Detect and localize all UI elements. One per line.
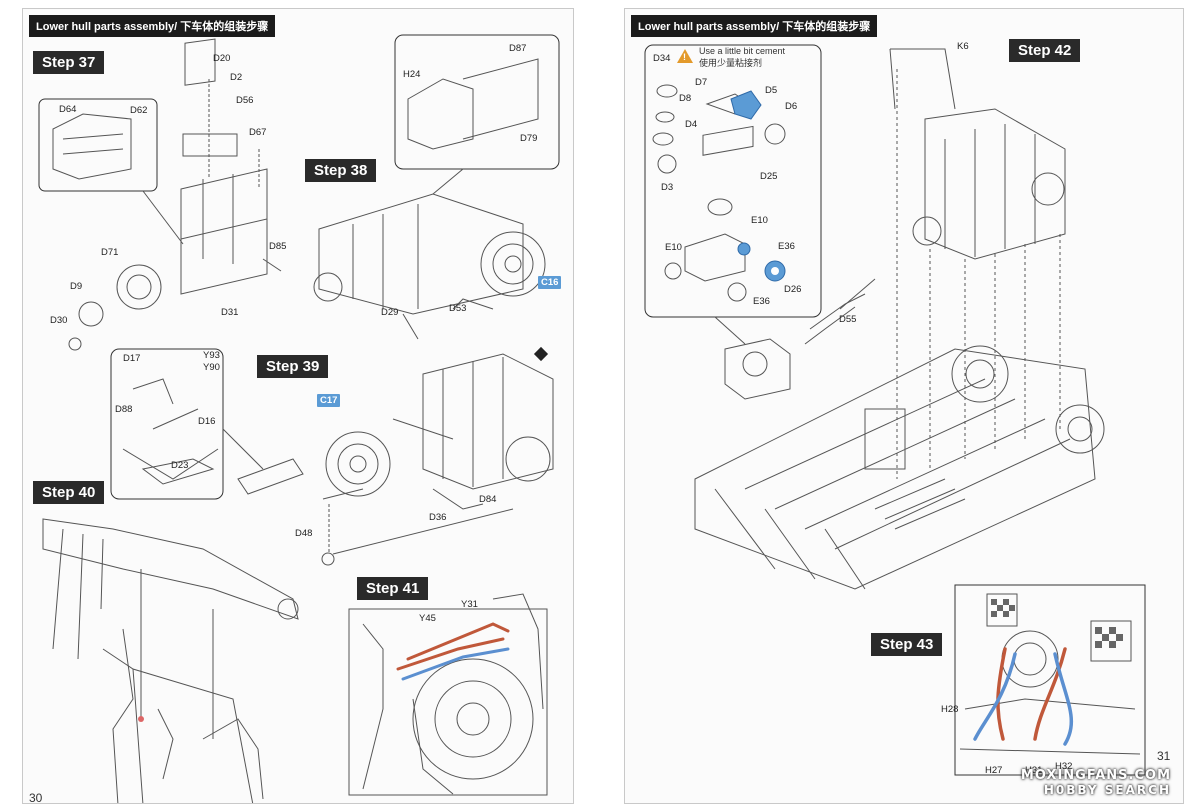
part-label: D4 — [685, 119, 698, 130]
page-number: 30 — [29, 791, 43, 804]
part-label: D87 — [509, 43, 527, 54]
step-39-header: Step 39 — [257, 355, 329, 378]
step-41-header: Step 41 — [357, 577, 429, 600]
part-label: D23 — [171, 460, 189, 471]
part-label: D31 — [221, 307, 239, 318]
section-title-left: Lower hull parts assembly/ 下车体的组装步骤 — [29, 15, 276, 37]
part-label: D6 — [785, 101, 798, 112]
part-label: Y31 — [461, 599, 478, 610]
part-label: Y45 — [419, 613, 436, 624]
part-label: D16 — [198, 416, 216, 427]
part-label: D30 — [50, 315, 68, 326]
page-number: 31 — [1157, 749, 1171, 763]
watermark-logo: MOXINGFANS.COM H0BBY SEARCH — [1021, 768, 1171, 797]
part-label: D25 — [760, 171, 778, 182]
part-label: D55 — [839, 314, 857, 325]
highlighted-part-d5 — [730, 90, 762, 120]
part-label: E10 — [751, 215, 768, 226]
part-label: H31 — [1025, 765, 1043, 776]
step-37-header: Step 37 — [33, 51, 105, 74]
section-title-right: Lower hull parts assembly/ 下车体的组装步骤 — [631, 15, 878, 37]
part-label: D84 — [479, 494, 497, 505]
step-43-header: Step 43 — [871, 633, 943, 656]
highlight-mark — [138, 716, 144, 722]
part-label: K6 — [957, 41, 969, 52]
watermark-line-2: H0BBY SEARCH — [1043, 783, 1171, 797]
part-label: D53 — [449, 303, 467, 314]
part-label: D29 — [381, 307, 399, 318]
colored-part-tag-c16: C16 — [538, 276, 562, 289]
red-wire — [406, 622, 510, 661]
step-42-header: Step 42 — [1009, 39, 1081, 62]
part-label: D71 — [101, 247, 119, 258]
part-label: E36 — [753, 296, 770, 307]
part-label: Y90 — [203, 362, 220, 373]
warning-icon: ! — [677, 49, 693, 63]
part-label: H24 — [403, 69, 421, 80]
part-label: D34 — [653, 53, 671, 64]
part-label: D20 — [213, 53, 231, 64]
blue-wire — [973, 652, 1017, 741]
part-label: D8 — [679, 93, 692, 104]
blue-wire — [401, 647, 510, 681]
cement-note-en: Use a little bit cement — [699, 46, 786, 56]
part-label: D88 — [115, 404, 133, 415]
left-page-drawings — [38, 34, 560, 803]
highlighted-part-e10 — [737, 242, 751, 256]
part-label: D62 — [130, 105, 148, 116]
right-page-drawings — [644, 44, 1146, 776]
step-38-header: Step 38 — [305, 159, 377, 182]
part-label: D56 — [236, 95, 254, 106]
part-label: D85 — [269, 241, 287, 252]
part-label: D64 — [59, 104, 77, 115]
part-label: D9 — [70, 281, 83, 292]
part-label: D5 — [765, 85, 778, 96]
red-wire — [1033, 647, 1067, 741]
red-wire — [396, 637, 505, 671]
part-label: E10 — [665, 242, 682, 253]
right-page: Lower hull parts assembly/ 下车体的组装步骤 — [624, 8, 1184, 804]
part-label: Y93 — [203, 350, 220, 361]
part-label: D3 — [661, 182, 674, 193]
left-page: Lower hull parts assembly/ 下车体的组装步骤 — [22, 8, 574, 804]
part-label: D2 — [230, 72, 243, 83]
blue-wire — [1053, 652, 1074, 746]
part-label: D36 — [429, 512, 447, 523]
step-40-header: Step 40 — [33, 481, 105, 504]
part-label: D48 — [295, 528, 313, 539]
part-label: H32 — [1055, 761, 1073, 772]
part-label: D7 — [695, 77, 708, 88]
part-label: D79 — [520, 133, 538, 144]
part-label: D26 — [784, 284, 802, 295]
part-label: D67 — [249, 127, 267, 138]
part-label: E36 — [778, 241, 795, 252]
colored-part-tag-c17: C17 — [317, 394, 341, 407]
part-label: D17 — [123, 353, 141, 364]
cement-note-cn: 使用少量粘接剂 — [699, 58, 763, 68]
watermark-line-1: MOXINGFANS.COM — [1020, 768, 1171, 783]
part-label: H28 — [941, 704, 959, 715]
part-label: H27 — [985, 765, 1003, 776]
